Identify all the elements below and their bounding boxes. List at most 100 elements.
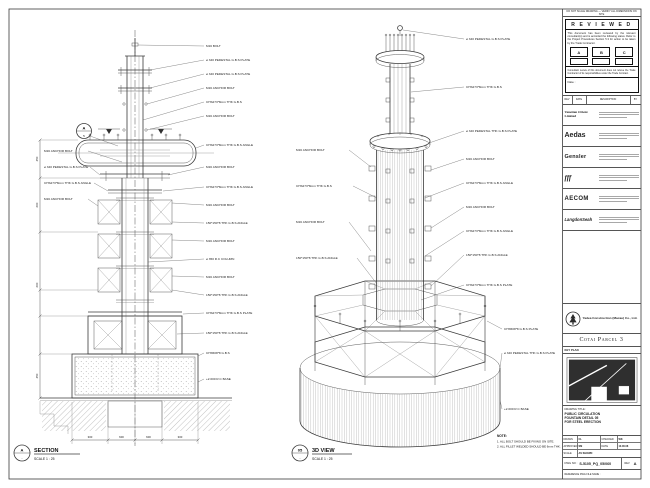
- stamp-code-row: A B C: [566, 46, 638, 58]
- stamp-date-label: Date :: [565, 76, 638, 92]
- sheet-header-note: DO NOT SCALE DRAWING — VERIFY ALL DIMENS…: [562, 9, 641, 17]
- dim-label: 300: [88, 435, 93, 439]
- drawing-title-line: FOR STEEL ERECTION: [564, 420, 601, 425]
- rev-value: A: [633, 461, 637, 466]
- view-bubble-letter: 05: [298, 448, 303, 453]
- view-scale: SCALE 1 : 25: [34, 457, 55, 461]
- annotation-label: M16 ANCHOR BOLT: [466, 157, 495, 161]
- annotation-label: CHS273*8mm THK G.B.S: [296, 184, 332, 188]
- view-title: SECTION: [34, 448, 58, 454]
- annotation-label: CHS273*8mm THK G.B.S: [206, 100, 242, 104]
- annotation-label: CHS273*8mm THK G.B.S: [466, 85, 502, 89]
- annotation-label: ø 350 R.C COLUMN: [206, 257, 234, 261]
- note-line: 2. ALL FILLET WELDED SHOULD BE 6mm THK.: [497, 445, 561, 449]
- stamp-code-b: B: [592, 47, 611, 58]
- dwg-no-label: DWG NO :: [564, 462, 578, 465]
- tree-logo-icon: [565, 311, 580, 326]
- contractor-name: Yadea Construction (Macau) Co., Ltd.: [582, 315, 638, 320]
- annotation-label: CHS273*8mm THK G.B.S PLATE: [206, 311, 252, 315]
- level-marker-icon: [158, 129, 164, 134]
- annotation-label: M16 ANCHOR BOLT: [206, 165, 235, 169]
- gensler-logo: Gensler: [564, 153, 587, 160]
- view-bubble-letter: A: [21, 448, 24, 453]
- client-logo: Venetian Orient Limited: [564, 109, 588, 118]
- annotation-label: 150*150*8 THK G.B.S ANGLE: [206, 293, 248, 297]
- annotation-label: CHS273*8mm THK G.B.S ANGLE: [466, 229, 513, 233]
- dim-label: 600: [35, 282, 39, 287]
- blank-cell: [562, 231, 641, 304]
- reference-row: REFERENCE DWG FILE NAME :: [564, 473, 601, 476]
- annotation-label: 150*150*8 THK G.B.S ANGLE: [296, 256, 338, 260]
- info-value: 10.06.08: [617, 443, 641, 450]
- keyplan-image: [562, 354, 641, 406]
- iso-annotations-left: M16 ANCHOR BOLT CHS273*8mm THK G.B.S M16…: [296, 148, 378, 285]
- keyplan-map: [566, 356, 637, 403]
- info-value: WK: [617, 436, 641, 443]
- annotation-label: ø 340 PEDESTAL G.B.S PLATE: [206, 72, 250, 76]
- consultant-engineer: fff: [562, 168, 641, 189]
- annotation-label: CHS273*8mm THK G.B.S ANGLE: [466, 181, 513, 185]
- consultant-architect: Aedas: [562, 126, 641, 147]
- consultant-client: Venetian Orient Limited: [562, 105, 641, 126]
- contractor-cell: Yadea Construction (Macau) Co., Ltd.: [562, 304, 641, 334]
- project-name: Cotai Parcel 3: [562, 334, 641, 347]
- ring-beam-cloud: [58, 128, 214, 167]
- upper-shaft: [385, 64, 415, 134]
- annotation-label: M16 ANCHOR BOLT: [206, 114, 235, 118]
- dimension-chain-bottom: 300 600 600 300: [70, 402, 200, 444]
- level-marker-icon: [106, 129, 112, 134]
- annotation-label: M16 ANCHOR BOLT: [206, 86, 235, 90]
- dim-label: 450: [35, 373, 39, 378]
- stamp-code-c: C: [615, 47, 634, 58]
- side-brace-boxes: [97, 199, 173, 293]
- annotation-label: M16 ANCHOR BOLT: [466, 205, 495, 209]
- annotation-label: +2.000 R.C BASE: [206, 377, 231, 381]
- annotation-label: ø 340 PEDESTAL THK G.B.S PLATE: [466, 129, 517, 133]
- drawing-title-line: PUBLIC CIRCULATION: [564, 412, 601, 416]
- rev-col: DESCRIPTION: [587, 95, 631, 104]
- note-line: 1. ALL BOLT SHOULD BE FIXING ON SITE.: [497, 440, 554, 444]
- aedas-logo: Aedas: [564, 132, 586, 140]
- top-flange: [375, 25, 425, 68]
- view-bubble-sheet: -: [22, 456, 23, 460]
- detail-bubble-letter: A: [83, 126, 86, 131]
- stamp-code-a: A: [569, 47, 588, 58]
- consultant-qs: LangdonSeah: [562, 210, 641, 231]
- info-label: CHECKED: [600, 436, 618, 443]
- view-bubble-sheet: -: [300, 456, 301, 460]
- info-label: SCALE: [563, 450, 578, 457]
- annotation-label: CHS273*8mm THK G.B.S PLATE: [466, 283, 512, 287]
- consultant-designer: Gensler: [562, 147, 641, 168]
- title-block: DO NOT SCALE DRAWING — VERIFY ALL DIMENS…: [562, 9, 641, 479]
- annotation-label: 150*150*8 THK G.B.S ANGLE: [206, 331, 248, 335]
- dwg-number-row: DWG NO : S-5105_PQ_05/060 REV A: [562, 458, 641, 470]
- rev-col: REV: [563, 95, 573, 104]
- annotation-label: M16 ANCHOR BOLT: [296, 148, 325, 152]
- review-stamp: R E V I E W E D This document has been r…: [562, 17, 641, 96]
- rev-col: BY: [633, 98, 638, 102]
- info-label: APPROVED: [562, 443, 578, 450]
- iso-view: ø 340 PEDESTAL G.B.S PLATE CHS273*8mm TH…: [296, 25, 555, 448]
- note-block: NOTE: 1. ALL BOLT SHOULD BE FIXING ON SI…: [497, 434, 561, 449]
- annotation-label: 150*150*8 THK G.B.S ANGLE: [466, 253, 508, 257]
- dim-label: 600: [146, 435, 151, 439]
- dim-label: 600: [119, 435, 124, 439]
- annotation-label: M16 BOLT: [206, 44, 221, 48]
- drawing-title-label: DRAWING TITLE :: [564, 408, 587, 411]
- annotation-label: CHS273*8mm THK G.B.S ANGLE: [44, 181, 91, 185]
- drawing-info-grid: DRAWN CL CHECKED WK APPROVED SM DATE 10.…: [562, 436, 641, 458]
- rev-col: DATE: [573, 95, 587, 104]
- note-title: NOTE:: [497, 434, 507, 438]
- annotation-label: ø 340 PEDESTAL G.B.S PLATE: [206, 58, 250, 62]
- rev-label: REV: [621, 458, 630, 469]
- stamp-code-boxes: [566, 57, 638, 66]
- iso-annotations-right: ø 340 PEDESTAL G.B.S PLATE CHS273*8mm TH…: [402, 29, 555, 411]
- annotation-label: ø 340 PEDESTAL G.B.S PLATE: [466, 37, 510, 41]
- section-annotations-right: M16 BOLT ø 340 PEDESTAL G.B.S PLATE ø 34…: [137, 44, 253, 383]
- drawing-title-line: FOUNTAIN DETAIL 05: [564, 416, 599, 421]
- section-view: 300 600 600 300 450 600 600 450: [35, 30, 253, 446]
- dwg-no-value: S-5105_PQ_05/060: [579, 461, 612, 466]
- info-value: AS SHOWN: [578, 452, 593, 455]
